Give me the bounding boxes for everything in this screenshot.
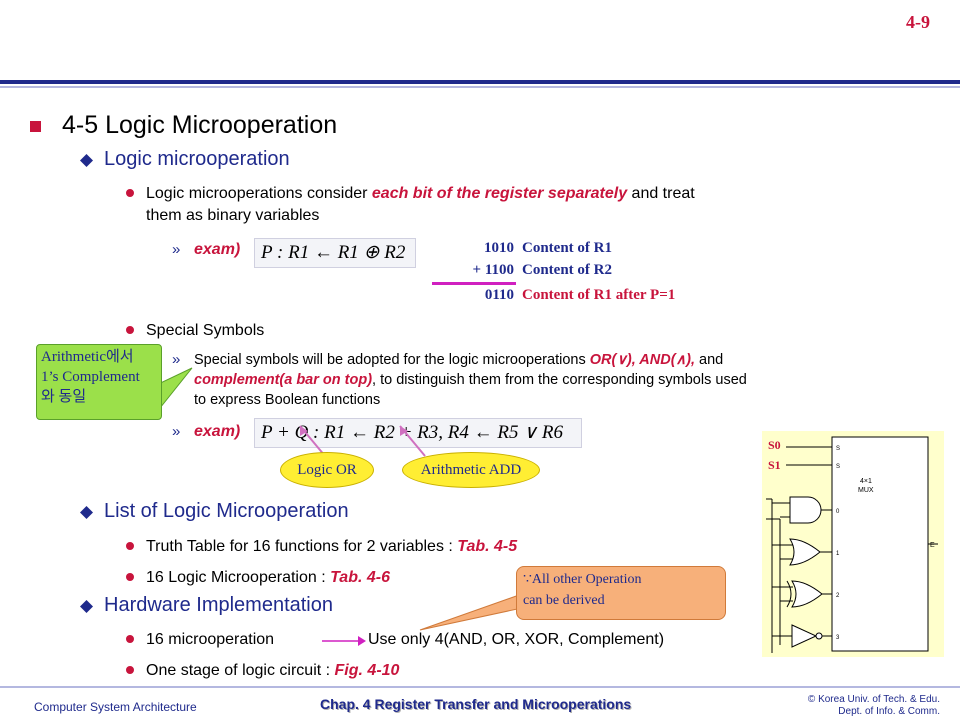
calc-r2-value: + 1100 bbox=[472, 262, 514, 278]
callout-arithmetic-add: Arithmetic ADD bbox=[402, 452, 540, 488]
heading-list: List of Logic Microoperation bbox=[104, 500, 349, 522]
calc-r1-text: Content of R1 bbox=[522, 240, 612, 256]
arrow-right-icon bbox=[322, 636, 366, 646]
pin-s-b: S bbox=[836, 464, 840, 470]
bullet-truth-table: Truth Table for 16 functions for 2 varia… bbox=[146, 538, 518, 555]
mux-label-1: 4×1 bbox=[860, 478, 872, 485]
dot-bullet bbox=[126, 666, 134, 674]
formula-xor: P : R1 ← R1 ⊕ R2 bbox=[254, 238, 416, 268]
pin-in2: 2 bbox=[836, 593, 840, 599]
logic-circuit-figure: S0 S1 Ai Bi S S 4×1 MUX 0 1 2 3 E bbox=[742, 431, 944, 657]
bullet-one-stage: One stage of logic circuit : Fig. 4-10 bbox=[146, 662, 400, 679]
dot-bullet bbox=[126, 635, 134, 643]
label-s1: S1 bbox=[768, 458, 781, 472]
diamond-bullet-icon bbox=[80, 506, 93, 519]
callout-arithmetic-complement: Arithmetic에서 1’s Complement 와 동일 bbox=[36, 344, 162, 420]
pin-in3: 3 bbox=[836, 635, 840, 641]
logic-circuit-diagram: S0 S1 Ai Bi S S 4×1 MUX 0 1 2 3 E bbox=[742, 436, 938, 653]
calc-r2-text: Content of R2 bbox=[522, 262, 612, 278]
pin-in0: 0 bbox=[836, 509, 840, 515]
pin-s-a: S bbox=[836, 446, 840, 452]
callout-all-other-operation: ∵All other Operation can be derived bbox=[516, 566, 726, 620]
pin-in1: 1 bbox=[836, 551, 840, 557]
sub-bullet: » bbox=[172, 423, 181, 440]
dot-bullet bbox=[126, 189, 134, 197]
bullet-16-micro-pre: 16 microoperation bbox=[146, 631, 275, 648]
callout-arrows bbox=[299, 425, 426, 457]
bullet-special-symbols: Special Symbols bbox=[146, 322, 265, 339]
footer-rule bbox=[0, 686, 960, 688]
page-number: 4-9 bbox=[906, 12, 930, 32]
title-bullet-square bbox=[30, 121, 41, 132]
footer-course: Computer System Architecture bbox=[34, 700, 197, 714]
callout-logic-or: Logic OR bbox=[280, 452, 374, 488]
sub-bullet: » bbox=[172, 351, 181, 368]
dot-bullet bbox=[126, 326, 134, 334]
dot-bullet bbox=[126, 573, 134, 581]
exam-label-1: exam) bbox=[194, 241, 241, 258]
header-rule-light bbox=[0, 86, 960, 88]
mux-label-2: MUX bbox=[858, 487, 874, 494]
heading-logic-microoperation: Logic microoperation bbox=[104, 148, 290, 170]
exam-label-2: exam) bbox=[194, 423, 241, 440]
heading-hardware: Hardware Implementation bbox=[104, 594, 333, 616]
formula-or-add: P + Q : R1 ← R2 + R3, R4 ← R5 ∨ R6 bbox=[254, 418, 582, 448]
footer-chapter: Chap. 4 Register Transfer and Microopera… bbox=[320, 696, 632, 712]
calc-sum-line bbox=[432, 282, 516, 285]
pin-out: E bbox=[930, 542, 935, 549]
slide-title: 4-5 Logic Microoperation bbox=[62, 111, 338, 139]
sub-bullet: » bbox=[172, 241, 181, 258]
bullet-16-micro-post: Use only 4(AND, OR, XOR, Complement) bbox=[368, 631, 665, 648]
calc-result-value: 0110 bbox=[484, 287, 514, 303]
callout-orange-pointer bbox=[419, 593, 523, 631]
header-rule bbox=[0, 80, 960, 84]
special-symbols-text: Special symbols will be adopted for the … bbox=[194, 352, 747, 408]
calc-r1-value: 1010 bbox=[484, 240, 514, 256]
bullet-16-logic: 16 Logic Microoperation : Tab. 4-6 bbox=[146, 569, 390, 586]
diamond-bullet-icon bbox=[80, 154, 93, 167]
bullet-logic-description: Logic microoperations consider each bit … bbox=[146, 185, 695, 224]
footer-affiliation: © Korea Univ. of Tech. & Edu. Dept. of I… bbox=[807, 694, 940, 717]
diamond-bullet-icon bbox=[80, 600, 93, 613]
dot-bullet bbox=[126, 542, 134, 550]
label-s0: S0 bbox=[768, 438, 781, 452]
calc-result-text: Content of R1 after P=1 bbox=[522, 287, 676, 303]
